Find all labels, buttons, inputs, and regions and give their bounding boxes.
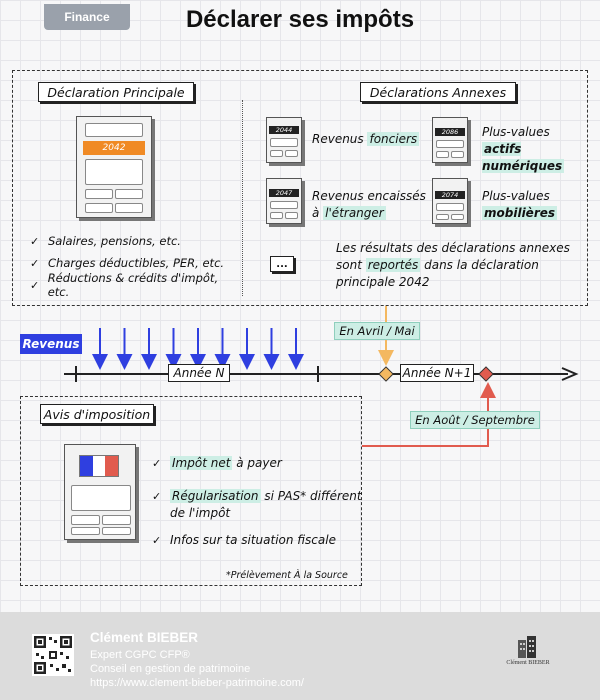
author-website-link[interactable]: https://www.clement-bieber-patrimoine.co… [90,677,304,689]
report-note: Les résultats des déclarations annexes s… [336,241,570,289]
form-2044-document: 2044 [266,117,302,163]
declaration-principale-label: Déclaration Principale [38,82,194,102]
avis-item-3: ✓Infos sur ta situation fiscale [152,533,336,547]
august-september-label: En Août / Septembre [410,411,540,429]
list-item: ✓Réductions & crédits d'impôt, etc. [30,271,219,299]
timeline-graphic [64,306,579,447]
qr-code-icon [32,634,74,676]
avis-item-2: ✓Régularisation si PAS* différent de l'i… [152,489,362,520]
year-n-label: Année N [168,364,230,382]
author-name: Clément BIEBER [90,630,199,645]
list-item: ✓Salaires, pensions, etc. [30,234,181,248]
declarations-box [12,70,588,306]
form-2047-document: 2047 [266,178,302,224]
vertical-divider [242,100,243,296]
check-icon: ✓ [152,534,162,547]
form-2074-document: 2074 [432,178,468,224]
check-icon: ✓ [152,490,162,503]
revenus-etranger-text: Revenus encaissés à l'étranger [312,189,426,220]
avis-item-1: ✓Impôt net à payer [152,456,282,470]
building-logo-icon [518,636,536,658]
check-icon: ✓ [30,278,40,292]
timeline-arrowhead [561,367,579,381]
plus-values-crypto-text: Plus-values actifs numériques [482,125,565,173]
check-icon: ✓ [30,234,40,248]
revenus-badge: Revenus [20,334,82,354]
revenus-fonciers-text: Revenus fonciers [312,132,420,146]
form-2042-badge: 2042 [83,141,145,155]
avis-label: Avis d'imposition [40,404,154,424]
april-may-label: En Avril / Mai [334,322,420,340]
august-arrow [362,382,496,447]
check-icon: ✓ [30,256,40,270]
list-item: ✓Charges déductibles, PER, etc. [30,256,225,270]
year-n1-label: Année N+1 [400,364,474,382]
footer: Clément BIEBER Expert CGPC CFP® Conseil … [0,612,600,700]
avis-box [20,396,362,586]
principale-items: ✓Salaires, pensions, etc. ✓Charges déduc… [30,230,240,299]
april-diamond [378,366,394,382]
form-2042-document: 2042 [76,116,152,218]
author-role: Conseil en gestion de patrimoine [90,663,251,675]
page-title: Déclarer ses impôts [185,6,415,33]
avis-document [64,444,136,540]
pas-footnote: *Prélèvement À la Source [226,570,348,581]
check-icon: ✓ [152,457,162,470]
france-flag-icon [79,455,119,477]
declarations-annexes-label: Déclarations Annexes [360,82,516,102]
plus-values-mobilieres-text: Plus-values mobilières [482,189,558,220]
footer-logo-text: Clément BIEBER [506,660,550,666]
august-diamond [478,366,494,382]
category-tag: Finance [44,4,130,30]
more-forms-ellipsis: ... [270,256,294,272]
form-2086-document: 2086 [432,117,468,163]
author-title: Expert CGPC CFP® [90,649,190,661]
